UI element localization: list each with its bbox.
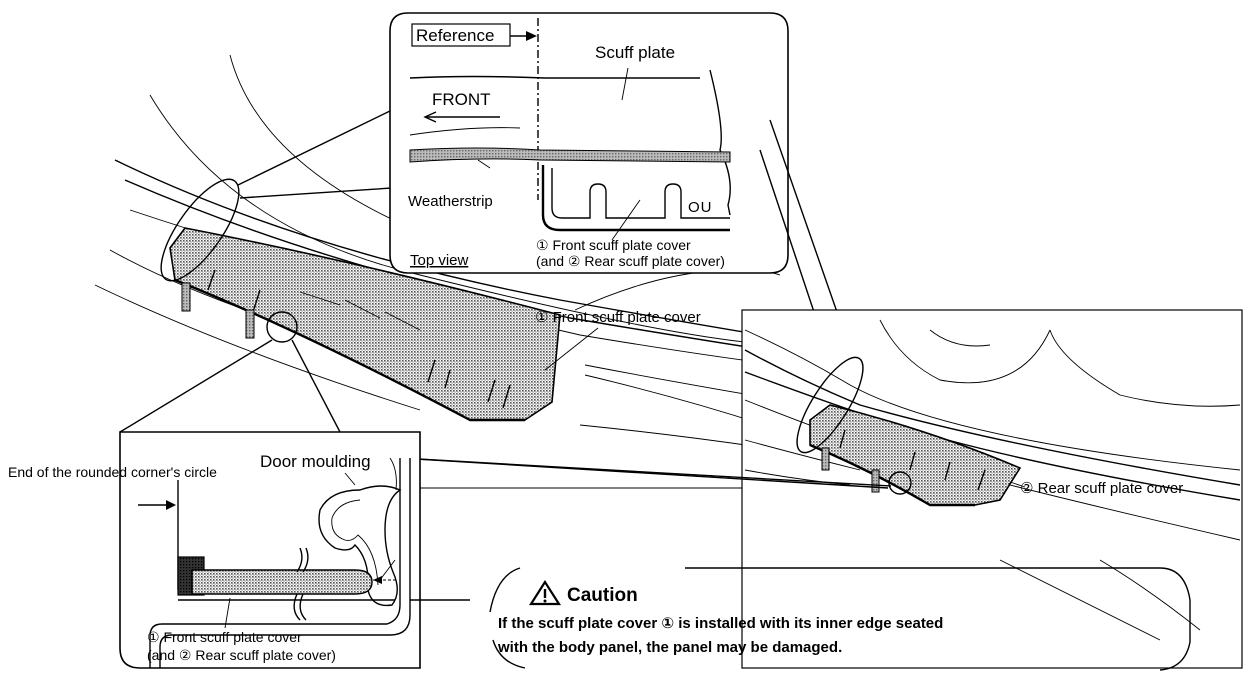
top-view-cover-line1: ① Front scuff plate cover — [536, 237, 691, 253]
top-view-callout: Reference Scuff plate FRONT Weatherstrip… — [237, 12, 789, 274]
end-circle-label: End of the rounded corner's circle — [8, 464, 217, 480]
front-label: FRONT — [432, 90, 491, 109]
main-front-cover-label: ① Front scuff plate cover — [535, 309, 701, 326]
top-view-cover-line2: (and ② Rear scuff plate cover) — [536, 253, 725, 269]
reference-label: Reference — [416, 26, 494, 45]
caution-text-line2: with the body panel, the panel may be da… — [497, 639, 842, 656]
caution-title: Caution — [567, 585, 638, 606]
rear-cover-label: ② Rear scuff plate cover — [1020, 480, 1183, 497]
top-view-label: Top view — [410, 252, 469, 269]
warning-triangle-icon — [528, 579, 562, 606]
section-cover-line2: (and ② Rear scuff plate cover) — [147, 647, 336, 663]
door-moulding-label: Door moulding — [260, 452, 371, 471]
caution-box: Caution If the scuff plate cover ① is in… — [410, 567, 1191, 671]
scuff-plate-label: Scuff plate — [595, 43, 675, 62]
section-cover-line1: ① Front scuff plate cover — [147, 629, 302, 645]
rear-view-box: ② Rear scuff plate cover — [741, 309, 1243, 669]
section-view: Door moulding End of the rounded corner'… — [8, 339, 892, 669]
caution-text-line1: If the scuff plate cover ① is installed … — [498, 615, 943, 632]
emblem-text: OU — [688, 199, 713, 216]
front-cover-callout: ① Front scuff plate cover — [535, 309, 701, 371]
main-sill-illustration — [94, 54, 791, 451]
weatherstrip-label: Weatherstrip — [408, 193, 493, 210]
